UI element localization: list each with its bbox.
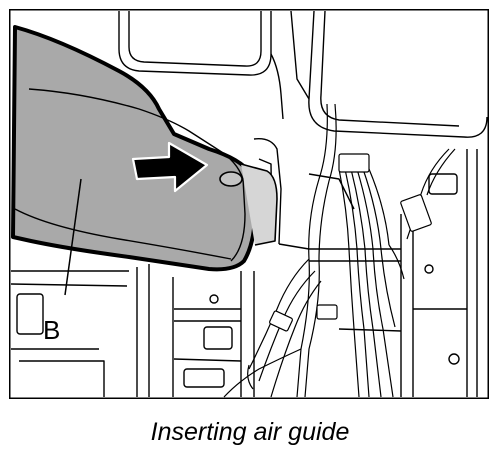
air-guide-lower-edge	[14, 208, 232, 260]
part-label-leader-line	[64, 178, 82, 296]
part-label-b: B	[43, 315, 60, 345]
wiring-harness	[223, 103, 456, 398]
figure-caption: Inserting air guide	[150, 418, 350, 446]
background-linework	[10, 10, 488, 397]
air-guide-part	[11, 25, 278, 272]
insertion-arrow-icon	[131, 141, 209, 193]
air-guide-inner-contour	[28, 88, 246, 262]
air-guide-outlet	[219, 171, 243, 187]
technical-illustration: B	[9, 9, 489, 399]
air-guide-side-flange	[240, 163, 278, 246]
